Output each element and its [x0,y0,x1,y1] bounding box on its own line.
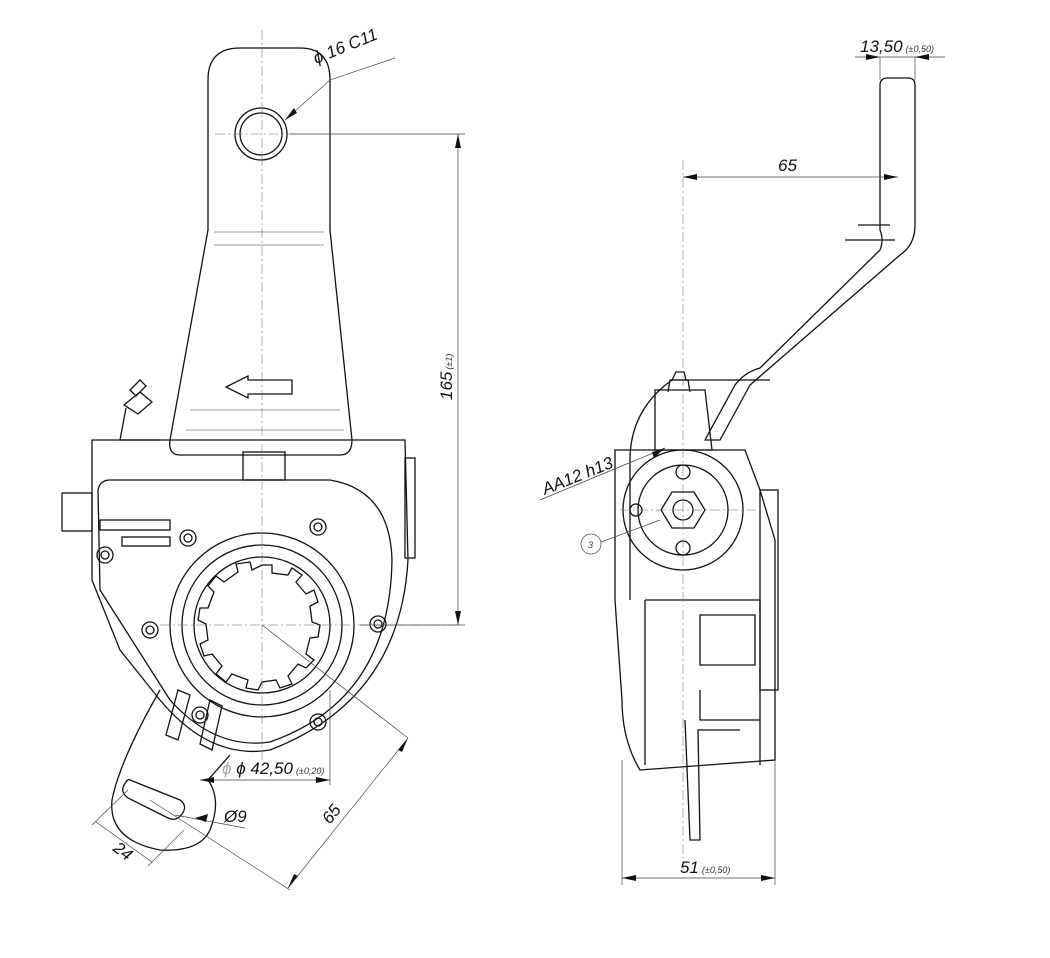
housing [91,439,409,753]
label-plate [99,519,171,531]
lower-lever [111,689,231,851]
bent-arm [703,77,916,441]
hole-dimension: Ø9 [223,807,247,826]
direction-arrow-icon [224,374,293,400]
width-dimension: 51(±0,50) [680,858,730,877]
side-view: 13,50(±0,50) 65 AA12 h13 3 51(±0,50) [538,37,945,885]
spline-teeth [197,561,321,691]
side-housing [614,449,776,771]
hex-dimension: AA12 h13 [538,453,616,499]
bolt-icon [96,518,387,731]
front-view: ϕ 16 C11 165(±1) ϕ ϕ 42,50(±0,20) Ø9 24 … [61,25,465,891]
adjust-slot [122,778,186,820]
callout-number: 3 [588,540,593,550]
slot-dimension: 24 [109,837,136,864]
height-dimension: 165(±1) [437,354,456,400]
radius-dimension: 65 [318,800,345,827]
spline-dimension: ϕ ϕ 42,50(±0,20) [222,759,324,778]
callout-bubble [580,533,602,555]
bore-dimension: ϕ 16 C11 [310,25,380,68]
offset-dimension: 65 [778,156,797,175]
arm-width-dimension: 13,50(±0,50) [860,37,934,56]
